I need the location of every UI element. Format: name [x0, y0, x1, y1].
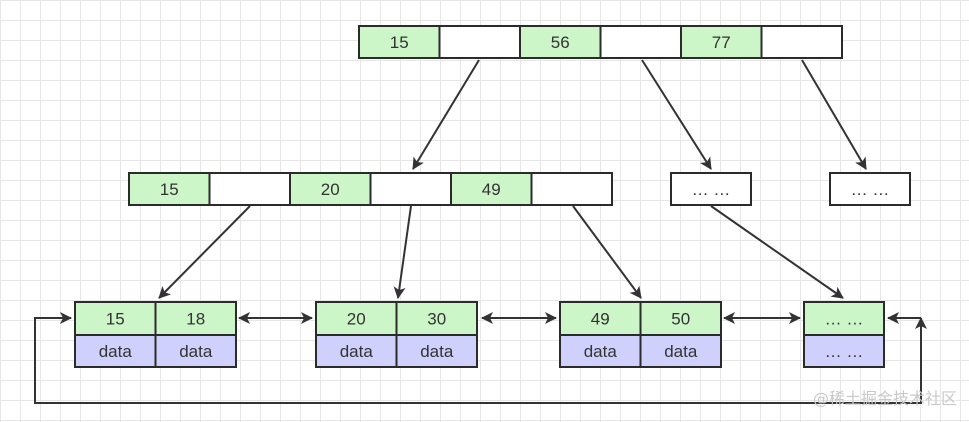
leaf-data-cell-box	[154, 334, 237, 368]
leaf-key-cell: 49	[559, 301, 642, 336]
collapsed-node-cell-label: … …	[692, 180, 731, 199]
leaf-key-cell: 50	[639, 301, 722, 336]
internal-node-key-cell-label: 15	[160, 180, 179, 199]
leaf-data-cell-label: data	[420, 342, 454, 361]
internal-node-key-cell-box	[128, 172, 211, 206]
leaf-node: … … … …	[803, 301, 885, 368]
leaf-data-cell-label: data	[584, 342, 618, 361]
internal-node-pointer-cell	[369, 172, 452, 206]
pointer-arrow	[801, 59, 867, 170]
leaf-node: 49 50 data data	[559, 301, 722, 368]
leaf-key-cell: 20	[315, 301, 398, 336]
pointer-arrow	[710, 205, 844, 299]
internal-node-key-cell: 49	[450, 172, 533, 206]
collapsed-node-cell-box	[829, 172, 911, 206]
internal-node-pointer-cell	[530, 172, 613, 206]
pointer-arrow	[641, 59, 712, 170]
edges-layer	[34, 59, 927, 404]
leaf-data-cell-label: data	[99, 342, 133, 361]
internal-node-key-cell-label: 20	[321, 180, 340, 199]
leaf-key-cell-box	[559, 301, 642, 336]
leaf-node: 20 30 data data	[315, 301, 478, 368]
root-node-key-cell: 56	[519, 25, 602, 59]
internal-node-key-cell-label: 49	[482, 180, 501, 199]
root-node-key-cell: 77	[680, 25, 763, 59]
leaf-data-cell: data	[639, 334, 722, 368]
leaf-data-cell-label: data	[179, 342, 213, 361]
leaf-data-cell-label: … …	[825, 342, 864, 361]
internal-node-key-cell: 20	[289, 172, 372, 206]
leaf-data-cell: data	[74, 334, 157, 368]
root-node-key-cell-label: 77	[712, 33, 731, 52]
root-node-key-cell-box	[358, 25, 441, 59]
root-node-pointer-cell-box	[438, 25, 521, 59]
root-node-pointer-cell	[438, 25, 521, 59]
leaf-key-cell: … …	[803, 301, 885, 336]
watermark-text: @稀土掘金技术社区	[813, 389, 957, 408]
root-node: 15 56 77	[358, 25, 843, 59]
collapsed-node-cell: … …	[670, 172, 752, 206]
internal-node: 15 20 49	[128, 172, 613, 206]
internal-node-key-cell-box	[289, 172, 372, 206]
root-node-key-cell-box	[680, 25, 763, 59]
leaf-key-cell-label: … …	[825, 310, 864, 329]
root-node-key-cell: 15	[358, 25, 441, 59]
root-node-pointer-cell	[599, 25, 682, 59]
leaf-key-cell-label: 49	[591, 310, 610, 329]
internal-node-key-cell: 15	[128, 172, 211, 206]
internal-node-pointer-cell-box	[530, 172, 613, 206]
wraparound-link-arrow	[34, 312, 927, 404]
root-node-key-cell-label: 56	[551, 33, 570, 52]
leaf-data-cell-box	[315, 334, 398, 368]
internal-node-pointer-cell-box	[208, 172, 291, 206]
leaf-key-cell-box	[74, 301, 157, 336]
internal-node-pointer-cell-box	[369, 172, 452, 206]
leaf-data-cell: data	[154, 334, 237, 368]
root-node-pointer-cell-box	[760, 25, 843, 59]
leaf-data-cell-label: data	[340, 342, 374, 361]
leaf-key-cell-label: 50	[671, 310, 690, 329]
leaf-data-cell-box	[395, 334, 478, 368]
leaf-key-cell: 30	[395, 301, 478, 336]
collapsed-node-cell-label: … …	[851, 180, 890, 199]
leaf-key-cell-label: 20	[347, 310, 366, 329]
pointer-arrow	[393, 205, 412, 299]
internal-node-pointer-cell	[208, 172, 291, 206]
leaf-key-cell-label: 15	[106, 310, 125, 329]
leaf-data-cell-box	[803, 334, 885, 368]
leaf-node: 15 18 data data	[74, 301, 237, 368]
collapsed-node: … …	[670, 172, 752, 206]
collapsed-node-cell: … …	[829, 172, 911, 206]
pointer-arrow	[412, 59, 480, 170]
leaf-data-cell-box	[74, 334, 157, 368]
root-node-pointer-cell	[760, 25, 843, 59]
leaf-data-cell: data	[559, 334, 642, 368]
leaf-data-cell-box	[639, 334, 722, 368]
nodes-layer: 15 56 77 15 20 49 … … … … 15 18 data data 20 30 data da…	[74, 25, 911, 368]
leaf-data-cell: data	[315, 334, 398, 368]
leaf-key-cell: 18	[154, 301, 237, 336]
root-node-key-cell-label: 15	[390, 33, 409, 52]
leaf-data-cell: data	[395, 334, 478, 368]
leaf-data-cell: … …	[803, 334, 885, 368]
pointer-arrow	[158, 205, 251, 299]
root-node-pointer-cell-box	[599, 25, 682, 59]
collapsed-node-cell-box	[670, 172, 752, 206]
pointer-arrow	[572, 205, 642, 299]
leaf-key-cell-label: 30	[427, 310, 446, 329]
collapsed-node: … …	[829, 172, 911, 206]
root-node-key-cell-box	[519, 25, 602, 59]
leaf-data-cell-label: data	[664, 342, 698, 361]
leaf-key-cell-label: 18	[186, 310, 205, 329]
leaf-key-cell-box	[154, 301, 237, 336]
leaf-key-cell: 15	[74, 301, 157, 336]
